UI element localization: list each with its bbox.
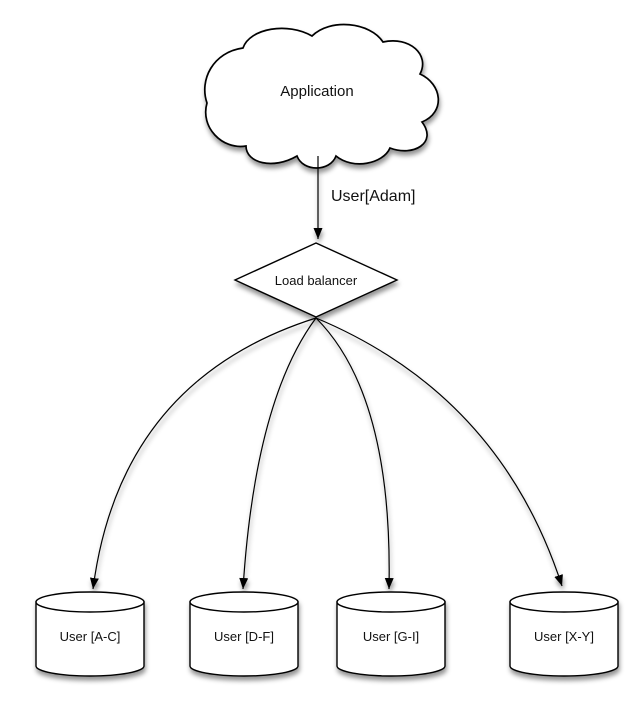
- shard-2-label: User [D-F]: [214, 629, 274, 644]
- cylinder-top-ellipse: [35, 591, 145, 613]
- edge-load-balancer-to-shard-3: [315, 317, 394, 590]
- shard-cylinder-2: [189, 591, 299, 677]
- shard-3-label: User [G-I]: [363, 629, 419, 644]
- edge-load-balancer-to-shard-4: [315, 317, 563, 587]
- cylinder-top-ellipse: [336, 591, 446, 613]
- request-edge-label: User[Adam]: [331, 188, 415, 205]
- load-balancer-label: Load balancer: [275, 273, 358, 288]
- diagram-shapes: [35, 23, 619, 677]
- application-label: Application: [280, 83, 353, 100]
- diagram-labels: Application User[Adam] Load balancer Use…: [60, 83, 594, 644]
- cylinder-top-ellipse: [189, 591, 299, 613]
- shard-1-label: User [A-C]: [60, 629, 121, 644]
- shard-cylinder-4: [509, 591, 619, 677]
- shard-cylinder-1: [35, 591, 145, 677]
- load-balancer-diamond-node: [233, 242, 399, 318]
- shard-4-label: User [X-Y]: [534, 629, 594, 644]
- shard-cylinder-3: [336, 591, 446, 677]
- application-cloud-node: [203, 23, 440, 169]
- edge-load-balancer-to-shard-1: [89, 317, 317, 590]
- edge-load-balancer-to-shard-2: [239, 317, 317, 590]
- cylinder-top-ellipse: [509, 591, 619, 613]
